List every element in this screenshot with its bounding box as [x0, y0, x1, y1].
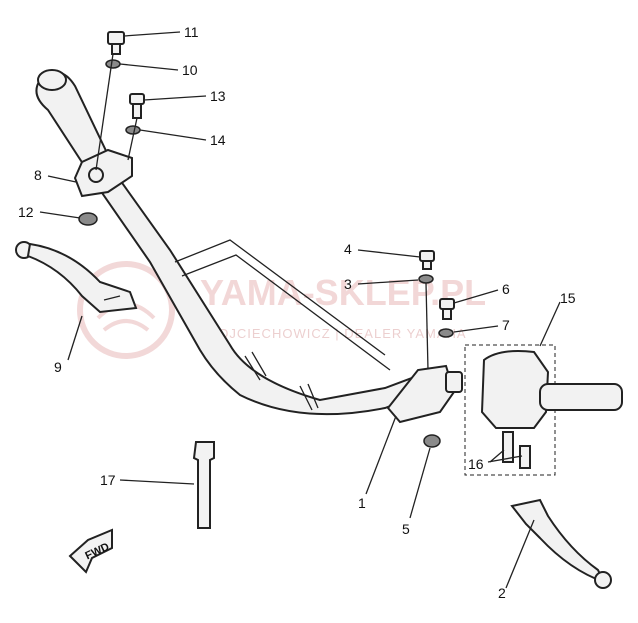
callout-3: 3: [344, 276, 352, 292]
watermark: YAMA-SKLEP.PL WOJCIECHOWICZ | DEALER YAM…: [77, 261, 486, 359]
callout-14: 14: [210, 132, 226, 148]
bolt-11: [107, 31, 125, 55]
brake-lever: [510, 498, 612, 589]
bolt-4: [419, 250, 435, 270]
callout-7: 7: [502, 317, 510, 333]
callout-8: 8: [34, 167, 42, 183]
callout-12: 12: [18, 204, 34, 220]
washer-14: [125, 125, 141, 135]
lever-holder: [386, 364, 463, 424]
washer-10: [105, 59, 121, 69]
leader-lines: [39, 31, 561, 589]
callout-4: 4: [344, 241, 352, 257]
washer-7: [438, 328, 454, 338]
callout-17: 17: [100, 472, 116, 488]
callout-9: 9: [54, 359, 62, 375]
bolt-13: [129, 93, 145, 119]
callouts: 11 10 13 14 8 12 9 4 3 6 7 15 16 17 1 5 …: [18, 24, 576, 601]
bolt-6: [439, 298, 455, 320]
callout-16: 16: [468, 456, 484, 472]
nut-12: [78, 212, 98, 226]
washer-3: [418, 274, 434, 284]
nut-5: [423, 434, 441, 448]
callout-6: 6: [502, 281, 510, 297]
cable-band: [192, 441, 215, 529]
callout-13: 13: [210, 88, 226, 104]
watermark-brand: YAMA-SKLEP.PL: [200, 272, 486, 313]
handlebar: [35, 69, 427, 416]
callout-15: 15: [560, 290, 576, 306]
watermark-logo: [77, 261, 175, 359]
callout-2: 2: [498, 585, 506, 601]
forward-arrow: FWD: [68, 528, 113, 574]
callout-5: 5: [402, 521, 410, 537]
callout-10: 10: [182, 62, 198, 78]
watermark-owner: WOJCIECHOWICZ | DEALER YAMAHA: [205, 326, 467, 341]
callout-11: 11: [184, 24, 199, 40]
callout-1: 1: [358, 495, 366, 511]
throttle-grip-assembly: [464, 344, 623, 476]
upper-clamp: [73, 148, 133, 198]
clutch-lever: [15, 241, 138, 314]
